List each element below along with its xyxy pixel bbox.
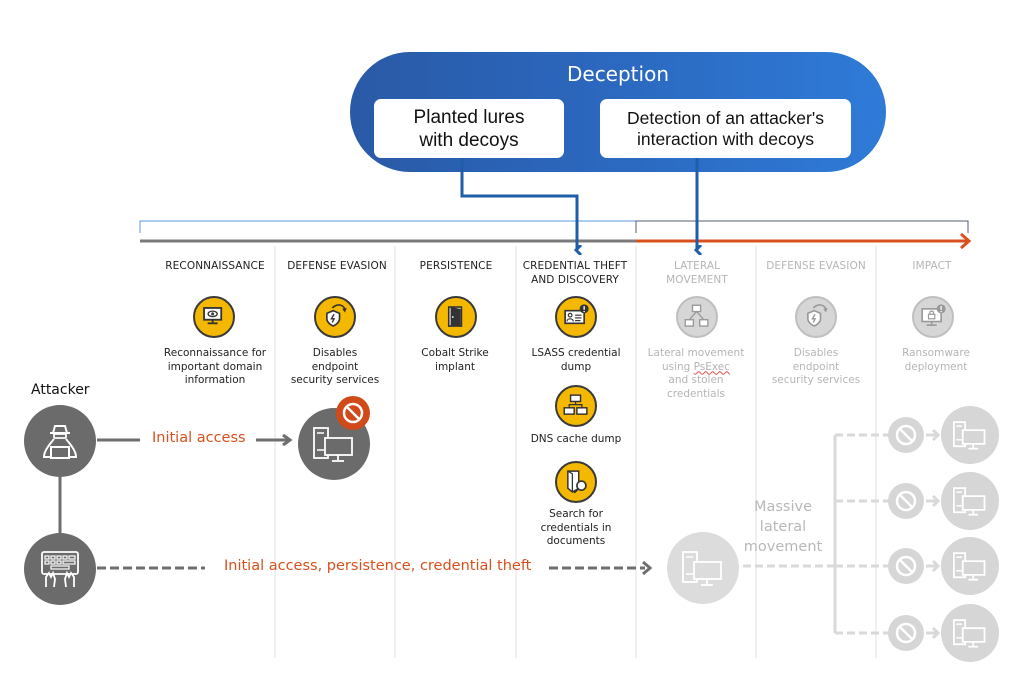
step-label-recon: Reconnaissance for important domain info…: [155, 347, 275, 388]
blocked-icon: [888, 483, 924, 519]
step-label-disable-security-2: Disables endpoint security services: [756, 347, 876, 388]
label-line: information: [184, 374, 246, 386]
step-label-disable-security: Disables endpoint security services: [275, 347, 395, 388]
blocked-icon: [888, 548, 924, 584]
label-line: Ransomware: [902, 347, 970, 359]
stage-heading-persistence: PERSISTENCE: [419, 260, 493, 272]
stage-heading-defense-evasion-2: DEFENSE EVASION: [766, 260, 866, 272]
label-line: credentials: [667, 387, 725, 400]
hacker-icon: [24, 405, 96, 477]
initial-access-arrowhead: [282, 433, 293, 447]
step-label-dns-cache-dump: DNS cache dump: [516, 433, 636, 447]
workstation-icon: [941, 604, 999, 662]
label-line: Lateral movement: [647, 347, 745, 359]
column-dividers: [274, 246, 877, 658]
shield-bypass-icon: [314, 296, 356, 338]
branch-arrows: [926, 428, 941, 640]
path2-label: Initial access, persistence, credential …: [224, 558, 532, 574]
timeline-arrowhead: [960, 232, 972, 250]
blocked-icon: [888, 615, 924, 651]
network-hierarchy-icon: [555, 385, 597, 427]
stage-heading-impact: IMPACT: [912, 260, 952, 272]
label-line: Massive: [753, 499, 813, 515]
initial-access-label: Initial access: [152, 430, 246, 446]
label-line: security services: [771, 374, 861, 386]
label-line: Disables: [312, 347, 358, 359]
step-label-lateral-psexec: Lateral movement using PsExec and stolen…: [636, 347, 756, 401]
shield-bypass-icon: [795, 296, 837, 338]
heading-line: CREDENTIAL THEFT: [522, 260, 628, 272]
step-label-cobalt-strike: Cobalt Strike implant: [395, 347, 515, 374]
blocked-icon: [888, 417, 924, 453]
step-label-ransomware: Ransomware deployment: [876, 347, 996, 374]
label-line: endpoint: [311, 360, 359, 373]
workstation-icon: [667, 532, 739, 604]
locked-monitor-alert-icon: [912, 296, 954, 338]
label-line: LSASS credential: [531, 347, 621, 359]
label-line: Reconnaissance for: [163, 347, 267, 359]
label-line: credentials in: [540, 521, 612, 534]
document-search-icon: [555, 461, 597, 503]
label-line: deployment: [904, 360, 968, 373]
step-label-lsass-dump: LSASS credential dump: [516, 347, 636, 374]
bracket-early-stages: [139, 220, 636, 233]
workstation-icon: [941, 537, 999, 595]
heading-line: MOVEMENT: [666, 274, 728, 286]
stage-heading-reconnaissance: RECONNAISSANCE: [165, 260, 265, 272]
lures-connector-arrow: [460, 158, 577, 250]
label-line: important domain: [167, 360, 263, 373]
planted-lures-line1: Planted lures: [413, 106, 525, 128]
heading-line: LATERAL: [673, 260, 721, 272]
label-line: Search for: [549, 508, 603, 520]
label-line: documents: [546, 535, 606, 547]
step-label-credential-search: Search for credentials in documents: [516, 508, 636, 549]
label-line: DNS cache dump: [530, 433, 622, 445]
keyboard-typing-icon: [24, 533, 96, 605]
id-card-alert-icon: [555, 296, 597, 338]
blocked-icon: [336, 396, 370, 430]
monitor-eye-icon: [193, 296, 235, 338]
label-line: lateral: [759, 519, 807, 535]
lateral-tree: [743, 428, 941, 640]
label-line: dump: [560, 360, 592, 373]
attacker-label: Attacker: [31, 382, 90, 398]
label-line: Cobalt Strike: [421, 347, 489, 359]
label-line: Disables: [793, 347, 839, 359]
deception-title: Deception: [566, 62, 669, 86]
label-line: implant: [435, 360, 475, 373]
planted-lures-line2: with decoys: [419, 129, 519, 151]
open-door-icon: [435, 296, 477, 338]
detection-line2: interaction with decoys: [636, 128, 815, 149]
bracket-late-stages: [635, 220, 969, 233]
label-line: using PsExec: [661, 360, 731, 373]
workstation-icon: [941, 406, 999, 464]
path2-arrowhead: [642, 560, 653, 576]
workstation-icon: [941, 472, 999, 530]
stage-heading-credential-theft: CREDENTIAL THEFT AND DISCOVERY: [513, 259, 637, 287]
stage-heading-lateral-movement: LATERAL MOVEMENT: [637, 259, 757, 287]
label-line: endpoint: [792, 360, 840, 373]
massive-lateral-label: Massive lateral movement: [735, 497, 831, 557]
detection-line1: Detection of an attacker's: [627, 107, 824, 128]
label-line: security services: [290, 374, 380, 386]
stage-heading-defense-evasion: DEFENSE EVASION: [287, 260, 387, 272]
label-line: and stolen: [668, 374, 724, 386]
label-line: movement: [743, 539, 823, 555]
heading-line: AND DISCOVERY: [531, 274, 619, 286]
spellcheck-underline: PsExec: [693, 360, 731, 373]
network-lateral-icon: [676, 296, 718, 338]
